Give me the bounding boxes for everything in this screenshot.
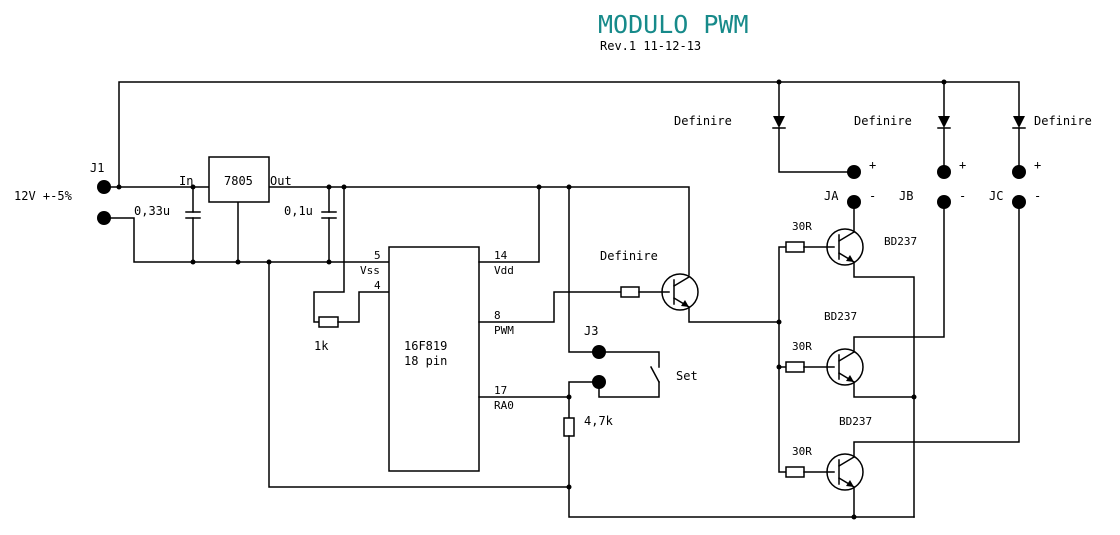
pin-4-number: 4 xyxy=(374,279,381,292)
pin-8-number: 8 xyxy=(494,309,501,322)
supply-label: 12V +-5% xyxy=(14,189,73,203)
regulator-7805: 7805 In Out xyxy=(179,156,292,203)
resistor-1k-label: 1k xyxy=(314,339,329,353)
resistor-4k7-label: 4,7k xyxy=(584,414,614,428)
jc-minus: - xyxy=(1034,189,1041,203)
diode-c-label: Definire xyxy=(1034,114,1092,128)
bd237-a-label: BD237 xyxy=(884,235,917,248)
mcu-package: 18 pin xyxy=(404,354,447,368)
jb-plus: + xyxy=(959,158,966,172)
power-transistor-a: 30R BD237 xyxy=(785,201,917,518)
power-transistor-b: 30R BD237 xyxy=(785,201,945,400)
switch-set-label: Set xyxy=(676,369,698,383)
rail-12v xyxy=(118,79,1020,187)
capacitor-output: 0,1u xyxy=(284,186,337,263)
ja-plus: + xyxy=(869,158,876,172)
resistor-30r-a-label: 30R xyxy=(792,220,812,233)
bd237-b-label: BD237 xyxy=(824,310,857,323)
regulator-name: 7805 xyxy=(224,174,253,188)
capacitor-input: 0,33u xyxy=(134,186,201,263)
resistor-1k: 1k xyxy=(313,186,389,353)
diode-b: Definire xyxy=(854,114,951,173)
pin-pwm-label: PWM xyxy=(494,324,514,337)
bd237-c-label: BD237 xyxy=(839,415,872,428)
pin-14-number: 14 xyxy=(494,249,508,262)
j1-label: J1 xyxy=(90,161,104,175)
diode-c: Definire xyxy=(1012,114,1092,173)
driver-transistor-label: Definire xyxy=(600,249,658,263)
connector-jc: + - JC xyxy=(989,158,1041,209)
schematic-title: MODULO PWM xyxy=(598,10,749,39)
jb-minus: - xyxy=(959,189,966,203)
pin-17-number: 17 xyxy=(494,384,507,397)
resistor-30r-b-label: 30R xyxy=(792,340,812,353)
base-bus xyxy=(776,246,795,473)
jc-label: JC xyxy=(989,189,1003,203)
connector-jb: + - JB xyxy=(899,158,966,209)
pin-ra0-label: RA0 xyxy=(494,399,514,412)
j3-label: J3 xyxy=(584,324,598,338)
revision-label: Rev.1 11-12-13 xyxy=(600,39,701,53)
jc-plus: + xyxy=(1034,158,1041,172)
ja-label: JA xyxy=(824,189,839,203)
diode-a-label: Definire xyxy=(674,114,732,128)
resistor-4k7: 4,7k xyxy=(563,396,915,518)
cap-out-label: 0,1u xyxy=(284,204,313,218)
regulator-in-label: In xyxy=(179,174,193,188)
mcu-16f819: 16F819 18 pin 5 Vss 4 14 Vdd 8 PWM 17 RA… xyxy=(360,186,622,472)
connector-j1: J1 12V +-5% xyxy=(14,161,122,225)
resistor-30r-c-label: 30R xyxy=(792,445,812,458)
connector-ja: + - JA xyxy=(824,158,876,209)
pin-vdd-label: Vdd xyxy=(494,264,514,277)
ja-minus: - xyxy=(869,189,876,203)
mcu-name: 16F819 xyxy=(404,339,447,353)
pin-5-number: 5 xyxy=(374,249,381,262)
power-transistor-c: 30R BD237 xyxy=(785,201,1020,520)
regulator-out-label: Out xyxy=(270,174,292,188)
jb-label: JB xyxy=(899,189,913,203)
diode-a: Definire xyxy=(674,114,855,173)
connector-j3: J3 Set xyxy=(566,186,698,400)
cap-in-label: 0,33u xyxy=(134,204,170,218)
diode-b-label: Definire xyxy=(854,114,912,128)
driver-transistor: Definire xyxy=(600,249,780,323)
pin-vss-label: Vss xyxy=(360,264,380,277)
